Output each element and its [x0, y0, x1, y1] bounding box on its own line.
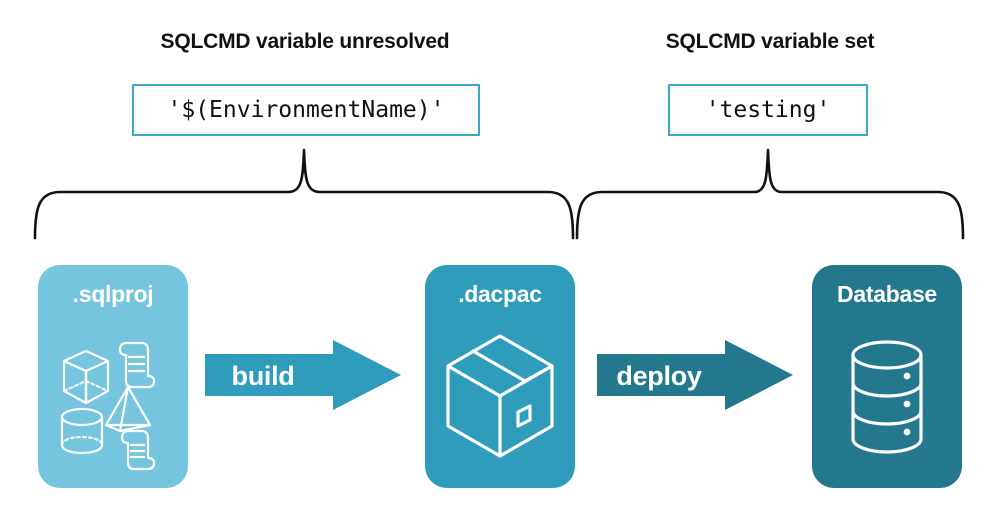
arrow-build: build	[205, 340, 401, 410]
stage-art-dacpac	[425, 317, 575, 482]
stage-label-database: Database	[837, 281, 937, 307]
sqlcmd-variable-value-box-right: 'testing'	[668, 84, 868, 136]
stage-art-database	[812, 317, 962, 482]
stage-box-dacpac: .dacpac	[425, 265, 575, 488]
cylinder-icon	[60, 407, 104, 454]
arrow-label-deploy: deploy	[616, 361, 701, 391]
brace-right	[575, 148, 965, 240]
arrow-label-build: build	[232, 361, 295, 391]
status-dot	[903, 400, 911, 407]
database-cylinder-icon	[851, 339, 923, 454]
cube-icon	[62, 349, 110, 404]
sqlproj-objects-group	[60, 341, 156, 470]
package-box-icon	[446, 333, 554, 458]
status-dot	[903, 372, 911, 379]
status-dot	[903, 428, 911, 435]
stage-art-sqlproj	[38, 317, 188, 482]
stage-label-dacpac: .dacpac	[458, 281, 542, 307]
pyramid-icon	[104, 385, 152, 432]
stage-box-sqlproj: .sqlproj	[38, 265, 188, 488]
annotation-heading-right: SQLCMD variable set	[665, 30, 875, 53]
stage-label-sqlproj: .sqlproj	[72, 281, 154, 307]
stage-box-database: Database	[812, 265, 962, 488]
scroll-icon	[120, 429, 156, 470]
scroll-icon	[118, 341, 156, 388]
sqlcmd-variable-value-box-left: '$(EnvironmentName)'	[132, 84, 480, 136]
arrow-deploy: deploy	[597, 340, 793, 410]
annotation-heading-left: SQLCMD variable unresolved	[160, 30, 450, 53]
brace-left	[33, 148, 575, 240]
